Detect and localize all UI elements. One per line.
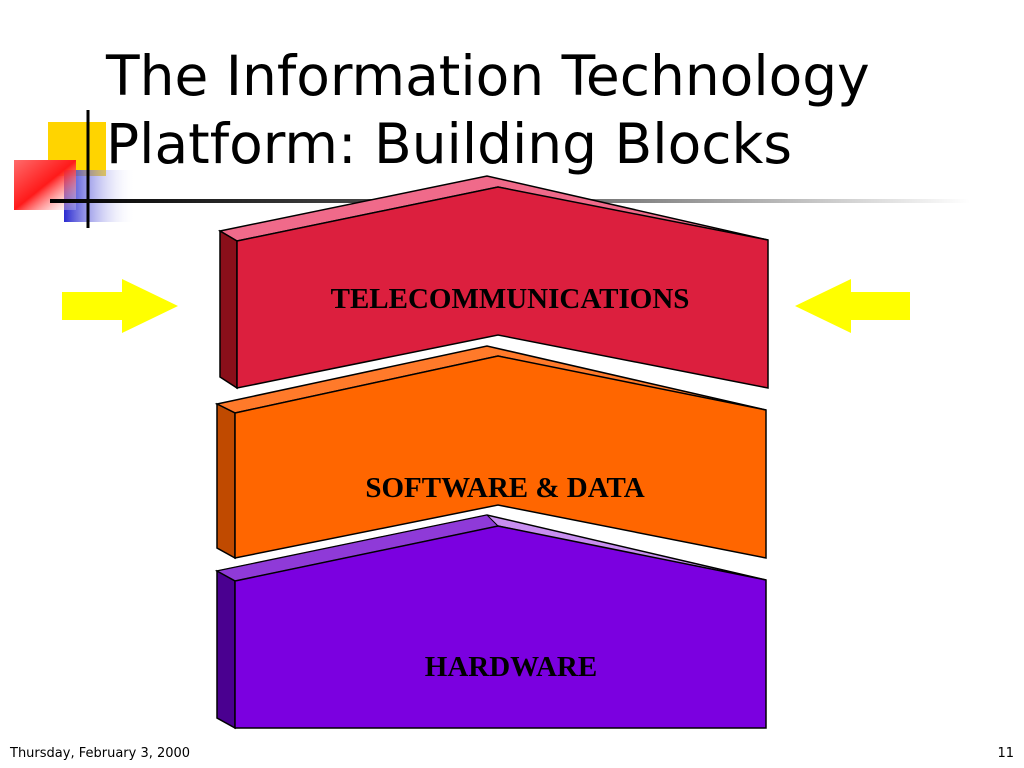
title-line-2: Platform: Building Blocks xyxy=(106,112,792,176)
block-software-data: SOFTWARE & DATA xyxy=(214,345,767,560)
title-line-1: The Information Technology xyxy=(106,44,870,108)
block-label-telecommunications: TELECOMMUNICATIONS xyxy=(331,283,690,315)
block-label-software-data: SOFTWARE & DATA xyxy=(365,472,644,504)
block-front-face xyxy=(234,525,767,729)
page-number: 11 xyxy=(997,746,1014,761)
block-front-face xyxy=(234,355,767,559)
block-front-face xyxy=(236,186,769,389)
block-telecommunications: TELECOMMUNICATIONS xyxy=(217,175,769,390)
footer-date: Thursday, February 3, 2000 xyxy=(10,746,191,761)
arrow-left-icon xyxy=(795,279,910,333)
block-hardware: HARDWARE xyxy=(214,514,767,730)
arrow-right-icon xyxy=(62,279,178,333)
block-side-face xyxy=(219,229,238,390)
block-side-face xyxy=(216,569,236,730)
slide-title: The Information Technology Platform: Bui… xyxy=(106,42,870,178)
block-label-hardware: HARDWARE xyxy=(425,651,597,683)
block-side-face xyxy=(216,402,236,560)
